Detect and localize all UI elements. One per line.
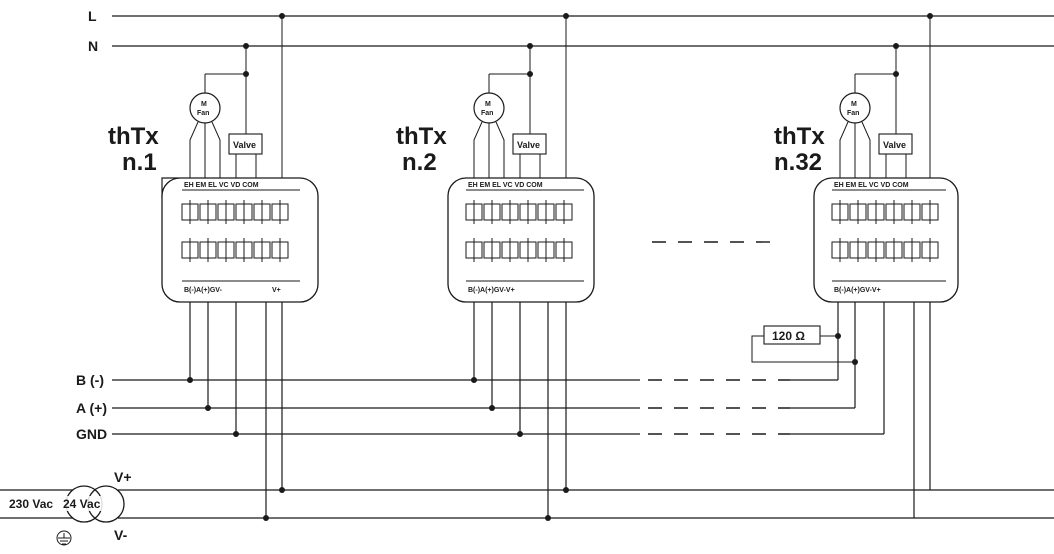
device-1-title-line1: thTx <box>108 123 159 150</box>
mains-lines: L N <box>88 8 1054 54</box>
resistor-icon <box>763 325 821 345</box>
device-32-top-terminals: EH EM EL VC VD COM <box>834 182 909 189</box>
device-1-bottom-terminals: B(-)A(+)GV- <box>184 287 223 294</box>
line-L-label: L <box>88 8 97 24</box>
thermostat-2: thTx n.2 M Fan Valve EH EM EL VC VD COM <box>396 16 595 518</box>
device-1-valve-icon <box>228 133 263 155</box>
device-2-valve-icon <box>512 133 547 155</box>
supply-lines: V+ V- <box>114 469 1054 543</box>
device-2-title-line1: thTx <box>396 123 447 150</box>
bus-GND-label: GND <box>76 426 107 442</box>
transformer-secondary-label: 24 Vac <box>63 497 101 511</box>
junction-dots <box>187 13 933 521</box>
device-1-fan-m: M <box>201 101 207 108</box>
transformer-primary-label: 230 Vac <box>9 497 53 511</box>
device-2-fan-label: Fan <box>481 110 493 117</box>
termination-resistor: 120 Ω <box>751 325 855 363</box>
vminus-label: V- <box>114 527 128 543</box>
device-1-fan-motor-icon <box>189 92 221 124</box>
device-32-bottom-terminals: B(-)A(+)GV-V+ <box>834 287 881 294</box>
vplus-label: V+ <box>114 469 132 485</box>
device-1-top-terminals: EH EM EL VC VD COM <box>184 182 259 189</box>
device-2-top-terminals: EH EM EL VC VD COM <box>468 182 543 189</box>
device-1-valve-label: Valve <box>233 140 256 150</box>
device-32-valve-icon <box>878 133 913 155</box>
resistor-label: 120 Ω <box>772 329 805 343</box>
device-2-terminal-row-bottom <box>465 238 573 262</box>
device-1-body <box>161 177 319 303</box>
bus-A-label: A (+) <box>76 400 107 416</box>
device-32-fan-m: M <box>851 101 857 108</box>
thermostat-32: thTx n.32 M Fan Valve EH EM EL VC VD COM <box>751 16 959 518</box>
device-2-valve-label: Valve <box>517 140 540 150</box>
device-32-terminal-row-bottom <box>831 238 939 262</box>
device-32-fan-motor-icon <box>839 92 871 124</box>
transformer: 230 Vac 24 Vac <box>0 485 125 546</box>
ground-icon <box>56 530 72 546</box>
device-32-fan-label: Fan <box>847 110 859 117</box>
device-2-fan-m: M <box>485 101 491 108</box>
device-2-bottom-terminals: B(-)A(+)GV-V+ <box>468 287 515 294</box>
device-1-title-line2: n.1 <box>122 149 157 176</box>
bus-B-label: B (-) <box>76 372 104 388</box>
thermostat-1: thTx n.1 M Fan Valve EH EM EL VC VD COM <box>108 16 319 518</box>
device-32-title-line2: n.32 <box>774 149 822 176</box>
device-2-fan-motor-icon <box>473 92 505 124</box>
line-N-label: N <box>88 38 98 54</box>
device-2-terminal-row-top <box>465 200 573 224</box>
device-32-valve-label: Valve <box>883 140 906 150</box>
device-1-bottom-terminal-vplus: V+ <box>272 287 281 294</box>
device-32-terminal-row-top <box>831 200 939 224</box>
device-1-fan-label: Fan <box>197 110 209 117</box>
device-2-body <box>447 177 595 303</box>
device-1-terminal-row-top <box>181 200 289 224</box>
rs485-bus: B (-) A (+) GND <box>76 372 884 442</box>
device-2-title-line2: n.2 <box>402 149 437 176</box>
device-1-terminal-row-bottom <box>181 238 289 262</box>
device-32-title-line1: thTx <box>774 123 825 150</box>
device-32-body <box>813 177 959 303</box>
